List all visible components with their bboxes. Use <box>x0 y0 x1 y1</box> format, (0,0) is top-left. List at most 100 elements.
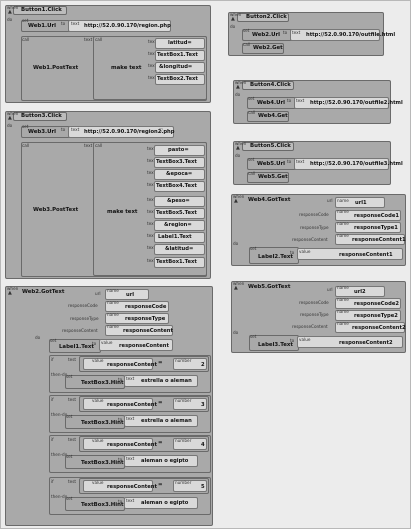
text-part[interactable] <box>154 196 205 207</box>
to-label: to <box>118 417 123 422</box>
url-text-block[interactable] <box>68 126 174 138</box>
text-label: text <box>147 221 156 226</box>
text-part[interactable] <box>155 50 205 61</box>
collapse-arrow-icon[interactable]: ▲ <box>8 290 12 296</box>
collapse-arrow-icon[interactable]: ▲ <box>231 16 235 22</box>
name-label: name <box>337 309 349 314</box>
param-name: responseContent <box>123 328 173 334</box>
text-part-value: TextBox3.Text <box>156 159 197 165</box>
url-text-block[interactable] <box>68 20 171 32</box>
url-text-block[interactable] <box>290 29 380 41</box>
value-getter-block[interactable] <box>297 336 403 348</box>
text-part[interactable] <box>154 257 205 268</box>
text-part-value: TextBox5.Text <box>156 210 197 216</box>
text-part[interactable] <box>155 74 205 85</box>
hint-text-block[interactable] <box>124 497 198 509</box>
hint-text-value: aleman o egipto <box>141 458 189 464</box>
text-part-value: TextBox4.Text <box>156 183 197 189</box>
param-name-block[interactable] <box>335 310 401 321</box>
collapse-arrow-icon[interactable]: ▲ <box>234 285 238 291</box>
setter-name: TextBox3.Hint <box>81 420 124 426</box>
number-block[interactable] <box>173 358 207 370</box>
param-name-block[interactable] <box>105 301 169 312</box>
number-block[interactable] <box>173 398 207 410</box>
button3-click-header[interactable] <box>13 112 67 121</box>
text-part[interactable] <box>154 208 205 219</box>
param-name-block[interactable] <box>105 289 149 300</box>
value-getter-block[interactable] <box>83 398 153 410</box>
url-label: url <box>327 198 333 203</box>
setter-name: Label1.Text <box>59 344 94 350</box>
text-part[interactable] <box>154 244 205 255</box>
text-part[interactable] <box>155 38 205 49</box>
call-label: call <box>243 42 251 47</box>
set-label: set <box>66 414 73 419</box>
number-block[interactable] <box>173 480 207 492</box>
value-name: responseContent1 <box>339 252 393 258</box>
param-name-block[interactable] <box>335 222 401 233</box>
param-name-block[interactable] <box>335 197 385 208</box>
value-getter-block[interactable] <box>99 339 173 351</box>
make-text-label: make text <box>107 209 138 215</box>
hint-text-value: aleman o egipto <box>141 500 189 506</box>
text-part[interactable] <box>154 181 205 192</box>
button2-click-header[interactable] <box>237 13 289 22</box>
url-text-block[interactable] <box>294 97 389 109</box>
to-label: to <box>92 341 97 346</box>
text-part-value: &epoca= <box>166 171 193 177</box>
collapse-arrow-icon[interactable]: ▲ <box>234 198 238 204</box>
dropdown-arrow-icon[interactable]: ▽ <box>159 128 163 134</box>
hint-text-block[interactable] <box>124 455 198 467</box>
hint-text-block[interactable] <box>124 375 198 387</box>
hint-text-block[interactable] <box>124 415 198 427</box>
url-text-block[interactable] <box>294 158 389 170</box>
value-getter-block[interactable] <box>297 248 403 260</box>
button5-click-header[interactable] <box>242 142 294 151</box>
number-value: 2 <box>201 362 205 368</box>
event-name: Button1.Click <box>21 7 62 13</box>
param-name-block[interactable] <box>105 325 173 336</box>
text-part[interactable] <box>154 157 205 168</box>
param-name-block[interactable] <box>335 234 405 245</box>
collapse-arrow-icon[interactable]: ▲ <box>236 145 240 151</box>
set-label: set <box>66 374 73 379</box>
text-label: text <box>296 98 305 103</box>
then-do-label: then-do <box>51 494 68 499</box>
param-name-block[interactable] <box>335 322 405 333</box>
equals-operator: = <box>158 482 163 488</box>
value-getter-block[interactable] <box>83 438 153 450</box>
number-label: number <box>175 480 192 485</box>
param-name-block[interactable] <box>335 210 401 221</box>
value-label: value <box>299 249 311 254</box>
response-code-label: responseCode <box>299 300 329 305</box>
hint-text-value: estrella o aleman <box>141 378 192 384</box>
text-part[interactable] <box>155 62 205 73</box>
value-getter-block[interactable] <box>83 480 153 492</box>
value-getter-block[interactable] <box>83 358 153 370</box>
number-block[interactable] <box>173 438 207 450</box>
set-label: set <box>250 246 257 251</box>
call-web2-get-block[interactable] <box>242 43 284 54</box>
button4-click-header[interactable] <box>242 81 294 90</box>
param-name-block[interactable] <box>105 313 169 324</box>
equals-operator: = <box>158 400 163 406</box>
button1-click-header[interactable] <box>13 6 67 15</box>
text-part[interactable] <box>154 169 205 180</box>
param-name-block[interactable] <box>335 298 401 309</box>
collapse-arrow-icon[interactable]: ▲ <box>236 84 240 90</box>
text-label: text <box>147 197 156 202</box>
collapse-arrow-icon[interactable]: ▲ <box>8 9 12 15</box>
text-part[interactable] <box>154 145 205 156</box>
text-part[interactable] <box>154 232 205 243</box>
param-name: url1 <box>355 200 367 206</box>
response-content-label: responseContent <box>292 324 328 329</box>
text-part[interactable] <box>154 220 205 231</box>
call-web4-get-block[interactable] <box>247 111 289 122</box>
param-name: responseType1 <box>354 225 398 231</box>
collapse-arrow-icon[interactable]: ▲ <box>8 115 12 121</box>
call-web5-get-block[interactable] <box>247 172 289 183</box>
set-label: set <box>50 338 57 343</box>
text-label: text <box>147 258 156 263</box>
param-name-block[interactable] <box>335 286 385 297</box>
